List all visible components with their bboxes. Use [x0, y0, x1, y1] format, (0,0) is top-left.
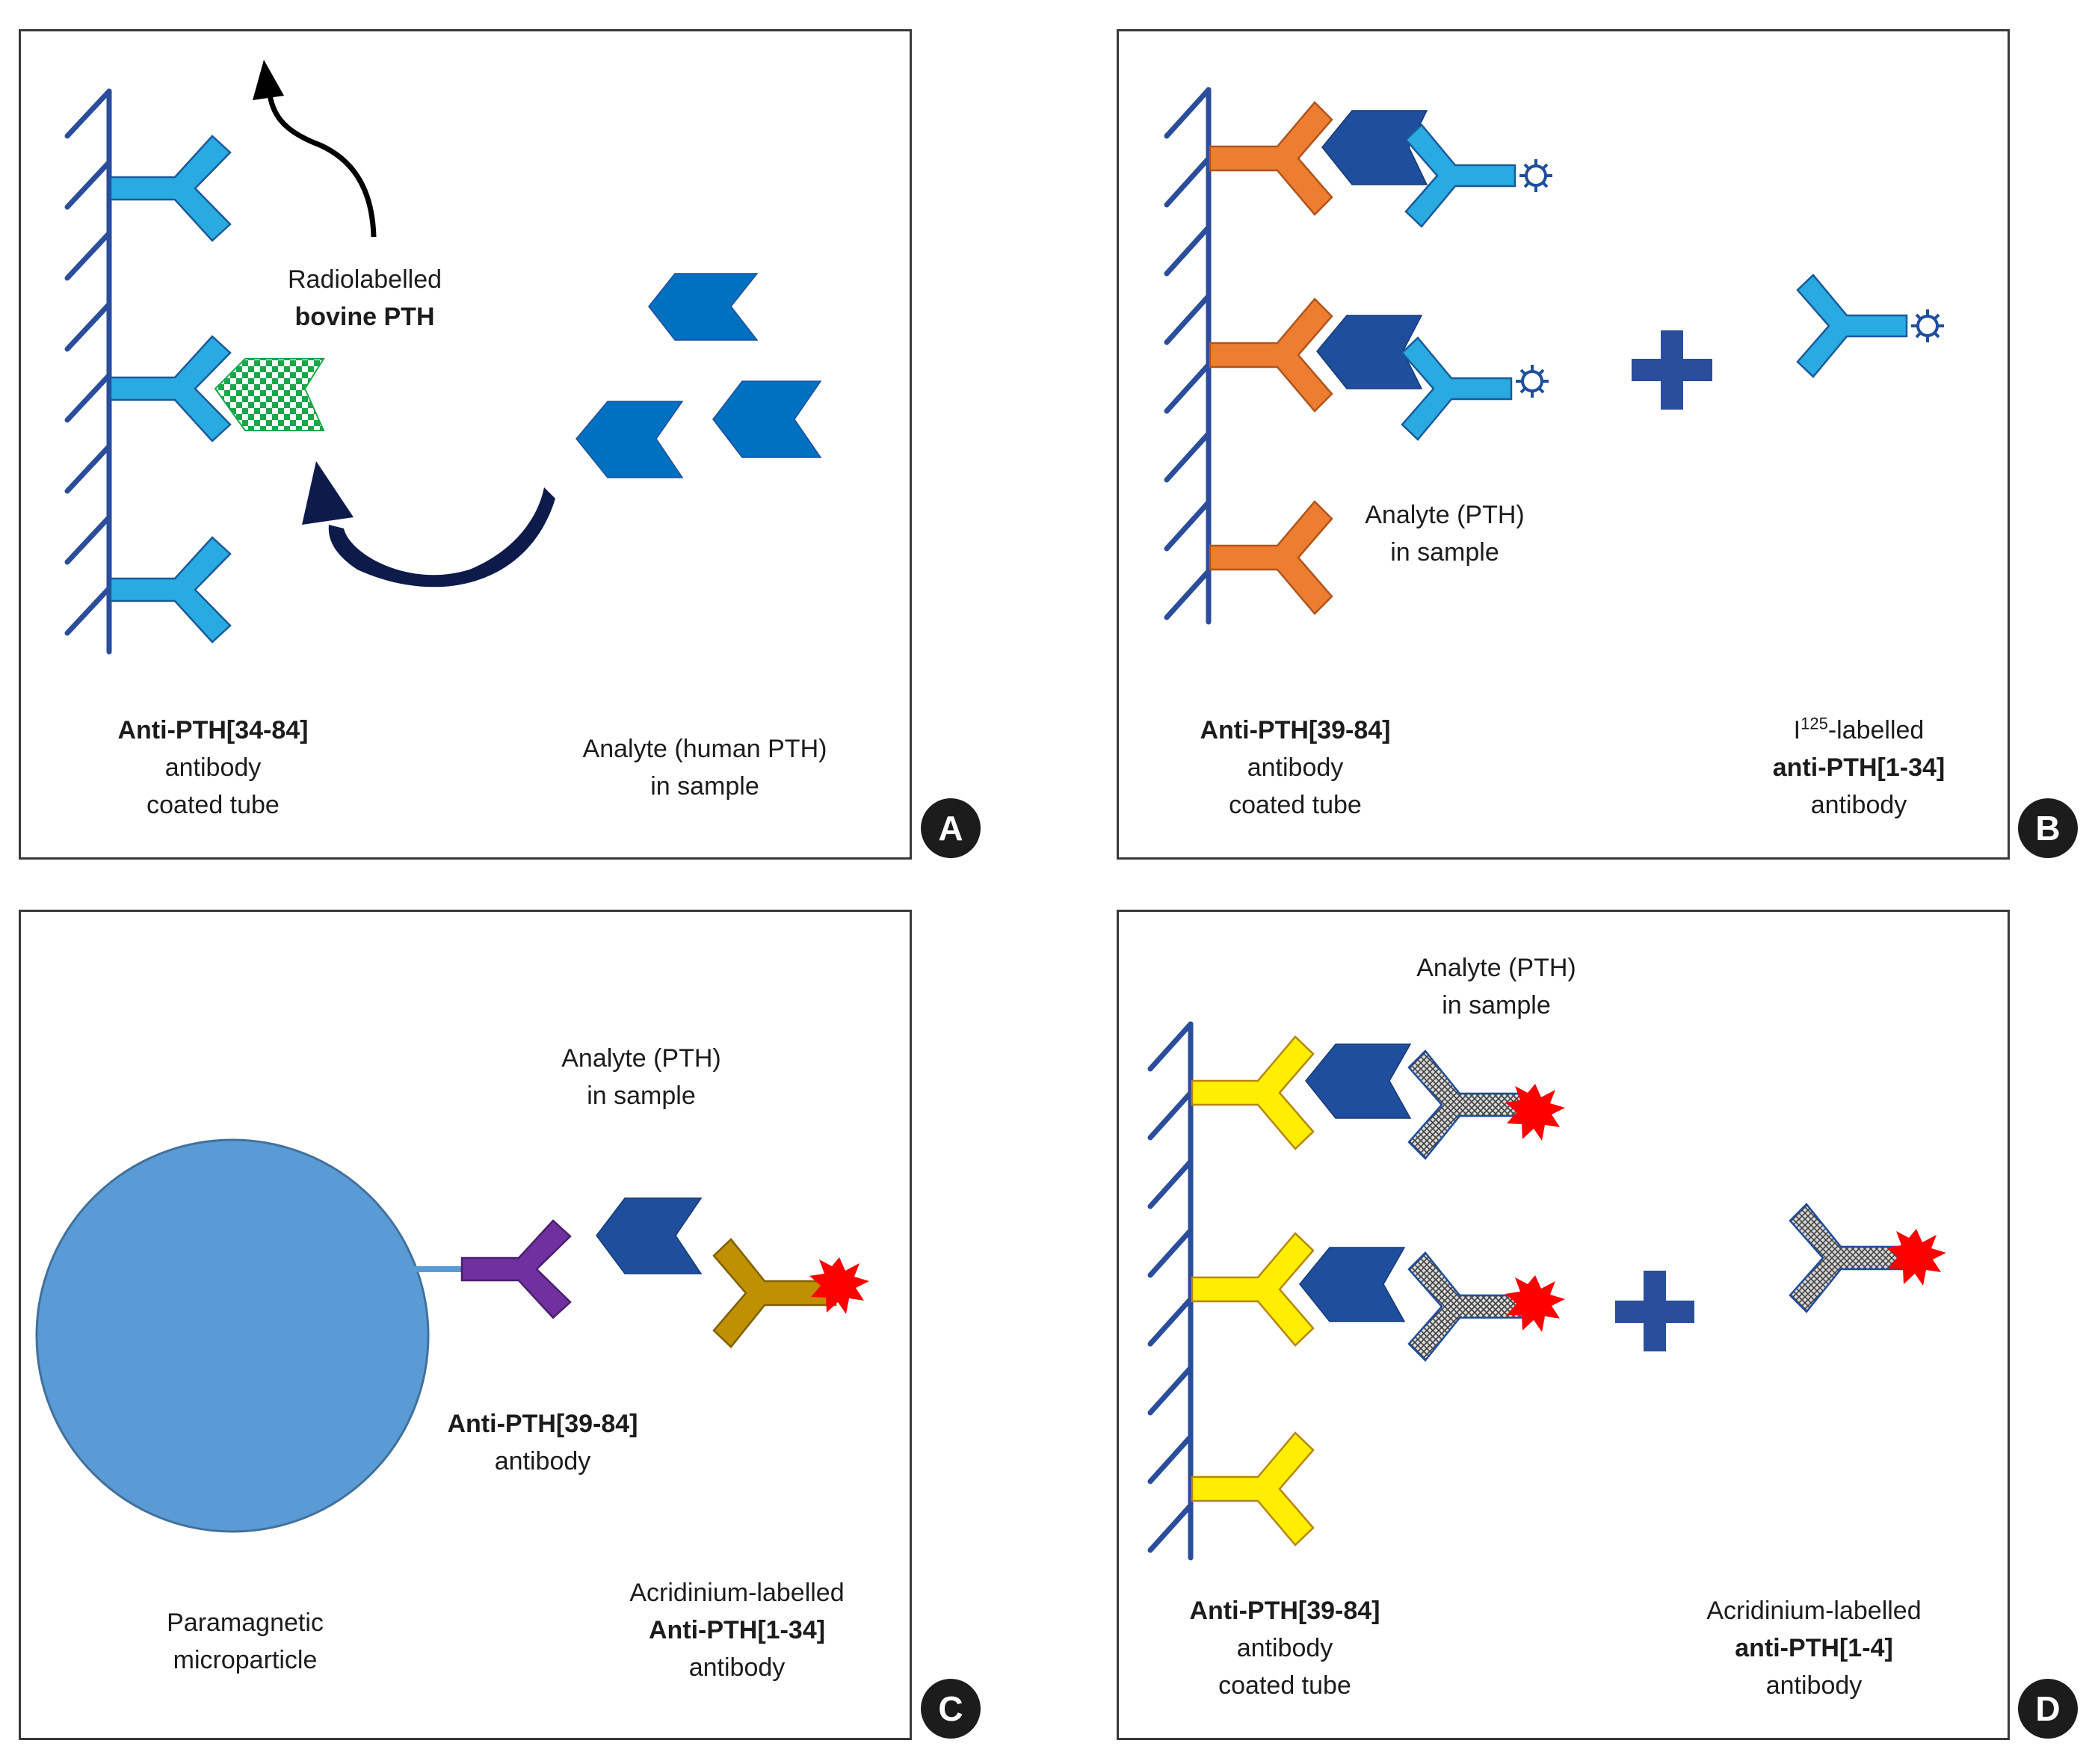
capture-antibody: [1191, 1431, 1315, 1546]
tracer-label: Radiolabelled bovine PTH: [288, 261, 442, 336]
detection-antibody: [1404, 123, 1516, 228]
detection-antibody-label: Acridinium-labelled Anti-PTH[1-34] antib…: [629, 1574, 844, 1686]
capture-antibody-label: Anti-PTH[39-84] antibody: [447, 1405, 638, 1480]
capture-antibody: [1191, 1232, 1315, 1347]
panel-d: Analyte (PTH) in sample Anti-PTH[39-84] …: [1117, 910, 2010, 1740]
capture-label-line3: coated tube: [146, 791, 280, 819]
panel-badge-d: D: [2018, 1679, 2078, 1739]
detection-label-line1: Acridinium-labelled: [1706, 1597, 1922, 1625]
capture-label-line3: coated tube: [1218, 1671, 1351, 1700]
detection-label-line1: I125-labelled: [1773, 712, 1945, 749]
detection-antibody-label: Acridinium-labelled anti-PTH[1-4] antibo…: [1706, 1592, 1921, 1704]
plus-icon: [1632, 330, 1712, 410]
panel-badge-a: A: [921, 798, 981, 858]
analyte-label: Analyte (PTH) in sample: [1416, 949, 1576, 1024]
coated-tube-wall: [64, 88, 112, 655]
detection-antibody: [712, 1238, 837, 1348]
capture-label-line1: Anti-PTH[39-84]: [1189, 1597, 1380, 1625]
panel-a-illustration: [64, 60, 822, 655]
analyte-label: Analyte (PTH) in sample: [561, 1040, 721, 1114]
capture-antibody: [109, 335, 232, 442]
capture-antibody: [1191, 1035, 1315, 1150]
panel-a: Radiolabelled bovine PTH Anti-PTH[34-84]…: [19, 29, 912, 860]
capture-antibody: [460, 1219, 572, 1319]
detection-antibody: [1796, 274, 1908, 378]
particle-label-line1: Paramagnetic: [167, 1609, 324, 1637]
pth-chevron-icon: [1299, 1043, 1412, 1322]
radiolabel-star-icon: [1519, 159, 1552, 192]
acridinium-burst-icon: [809, 1257, 869, 1314]
particle-label: Paramagnetic microparticle: [167, 1604, 324, 1679]
detection-label-line2: Anti-PTH[1-34]: [648, 1616, 826, 1644]
capture-label-line1: Anti-PTH[34-84]: [117, 716, 309, 744]
acridinium-burst-icon: [1505, 1275, 1565, 1332]
panel-d-illustration: [1147, 1021, 1946, 1561]
panel-b-illustration: [1164, 87, 1944, 625]
analyte-label-line1: Analyte (PTH): [1416, 954, 1576, 982]
capture-antibody: [1209, 500, 1333, 615]
detection-label-line2: anti-PTH[1-4]: [1735, 1634, 1893, 1662]
capture-label-line2: antibody: [164, 753, 262, 782]
detection-antibody: [1789, 1203, 1905, 1313]
pth-chevron-icon: [1316, 110, 1428, 389]
detection-label-line3: antibody: [688, 1653, 786, 1682]
tracer-label-line1: Radiolabelled: [287, 265, 442, 294]
detection-antibody: [1407, 1251, 1524, 1362]
detection-label-line3: antibody: [1810, 791, 1907, 819]
capture-label-line2: antibody: [494, 1447, 591, 1475]
analyte-label: Analyte (human PTH) in sample: [583, 730, 827, 805]
analyte-label-line2: in sample: [587, 1082, 696, 1110]
capture-antibody-label: Anti-PTH[39-84] antibody coated tube: [1189, 1592, 1380, 1704]
detection-label-line3: antibody: [1765, 1671, 1863, 1700]
acridinium-burst-icon: [1886, 1229, 1946, 1286]
radiolabel-star-icon: [1911, 309, 1944, 342]
panel-badge-b: B: [2018, 798, 2078, 858]
capture-label-line1: Anti-PTH[39-84]: [447, 1410, 638, 1438]
detection-antibody-label: I125-labelled anti-PTH[1-34] antibody: [1773, 712, 1945, 824]
capture-antibody: [109, 135, 232, 242]
panel-b: Analyte (PTH) in sample Anti-PTH[39-84] …: [1117, 29, 2010, 860]
capture-antibody-label: Anti-PTH[39-84] antibody coated tube: [1200, 712, 1390, 824]
analyte-label-line2: in sample: [1390, 538, 1499, 567]
analyte-label-line2: in sample: [650, 772, 759, 801]
isotope-suffix: -labelled: [1827, 716, 1925, 744]
checkered-pth-icon: [214, 358, 325, 431]
capture-label-line2: antibody: [1247, 753, 1344, 782]
capture-label-line2: antibody: [1236, 1634, 1333, 1662]
pth-chevron-icon: [576, 273, 822, 478]
isotope-symbol: I: [1793, 716, 1801, 744]
capture-label-line1: Anti-PTH[39-84]: [1200, 716, 1391, 744]
detection-antibody: [1401, 336, 1513, 441]
capture-label-line3: coated tube: [1229, 791, 1362, 819]
analyte-label-line1: Analyte (PTH): [561, 1044, 721, 1073]
capture-antibody-label: Anti-PTH[34-84] antibody coated tube: [117, 712, 308, 824]
particle-label-line2: microparticle: [173, 1646, 318, 1674]
analyte-label-line2: in sample: [1442, 991, 1551, 1020]
pth-chevron-icon: [596, 1197, 703, 1274]
tracer-label-line2: bovine PTH: [294, 303, 435, 331]
analyte-label-line1: Analyte (PTH): [1365, 501, 1525, 529]
isotope-mass: 125: [1801, 714, 1828, 733]
microparticle-icon: [35, 1138, 430, 1533]
panel-badge-c: C: [921, 1679, 981, 1739]
analyte-label-line1: Analyte (human PTH): [582, 735, 827, 763]
coated-tube-wall: [1147, 1021, 1194, 1561]
coated-tube-wall: [1164, 87, 1212, 625]
capture-antibody: [1209, 101, 1333, 216]
detection-label-line1: Acridinium-labelled: [629, 1579, 845, 1607]
capture-antibody: [1209, 297, 1333, 413]
detection-label-line2: anti-PTH[1-34]: [1772, 753, 1945, 782]
plus-icon: [1615, 1271, 1694, 1351]
up-curved-arrow-icon: [253, 60, 377, 238]
acridinium-burst-icon: [1505, 1084, 1565, 1141]
analyte-label: Analyte (PTH) in sample: [1365, 496, 1525, 571]
panel-c: Analyte (PTH) in sample Anti-PTH[39-84] …: [19, 910, 912, 1740]
radiolabel-star-icon: [1516, 365, 1549, 398]
panel-c-illustration: [35, 1138, 869, 1533]
detection-antibody: [1407, 1049, 1524, 1160]
capture-antibody: [109, 536, 232, 644]
curved-arrow-icon: [302, 461, 555, 588]
